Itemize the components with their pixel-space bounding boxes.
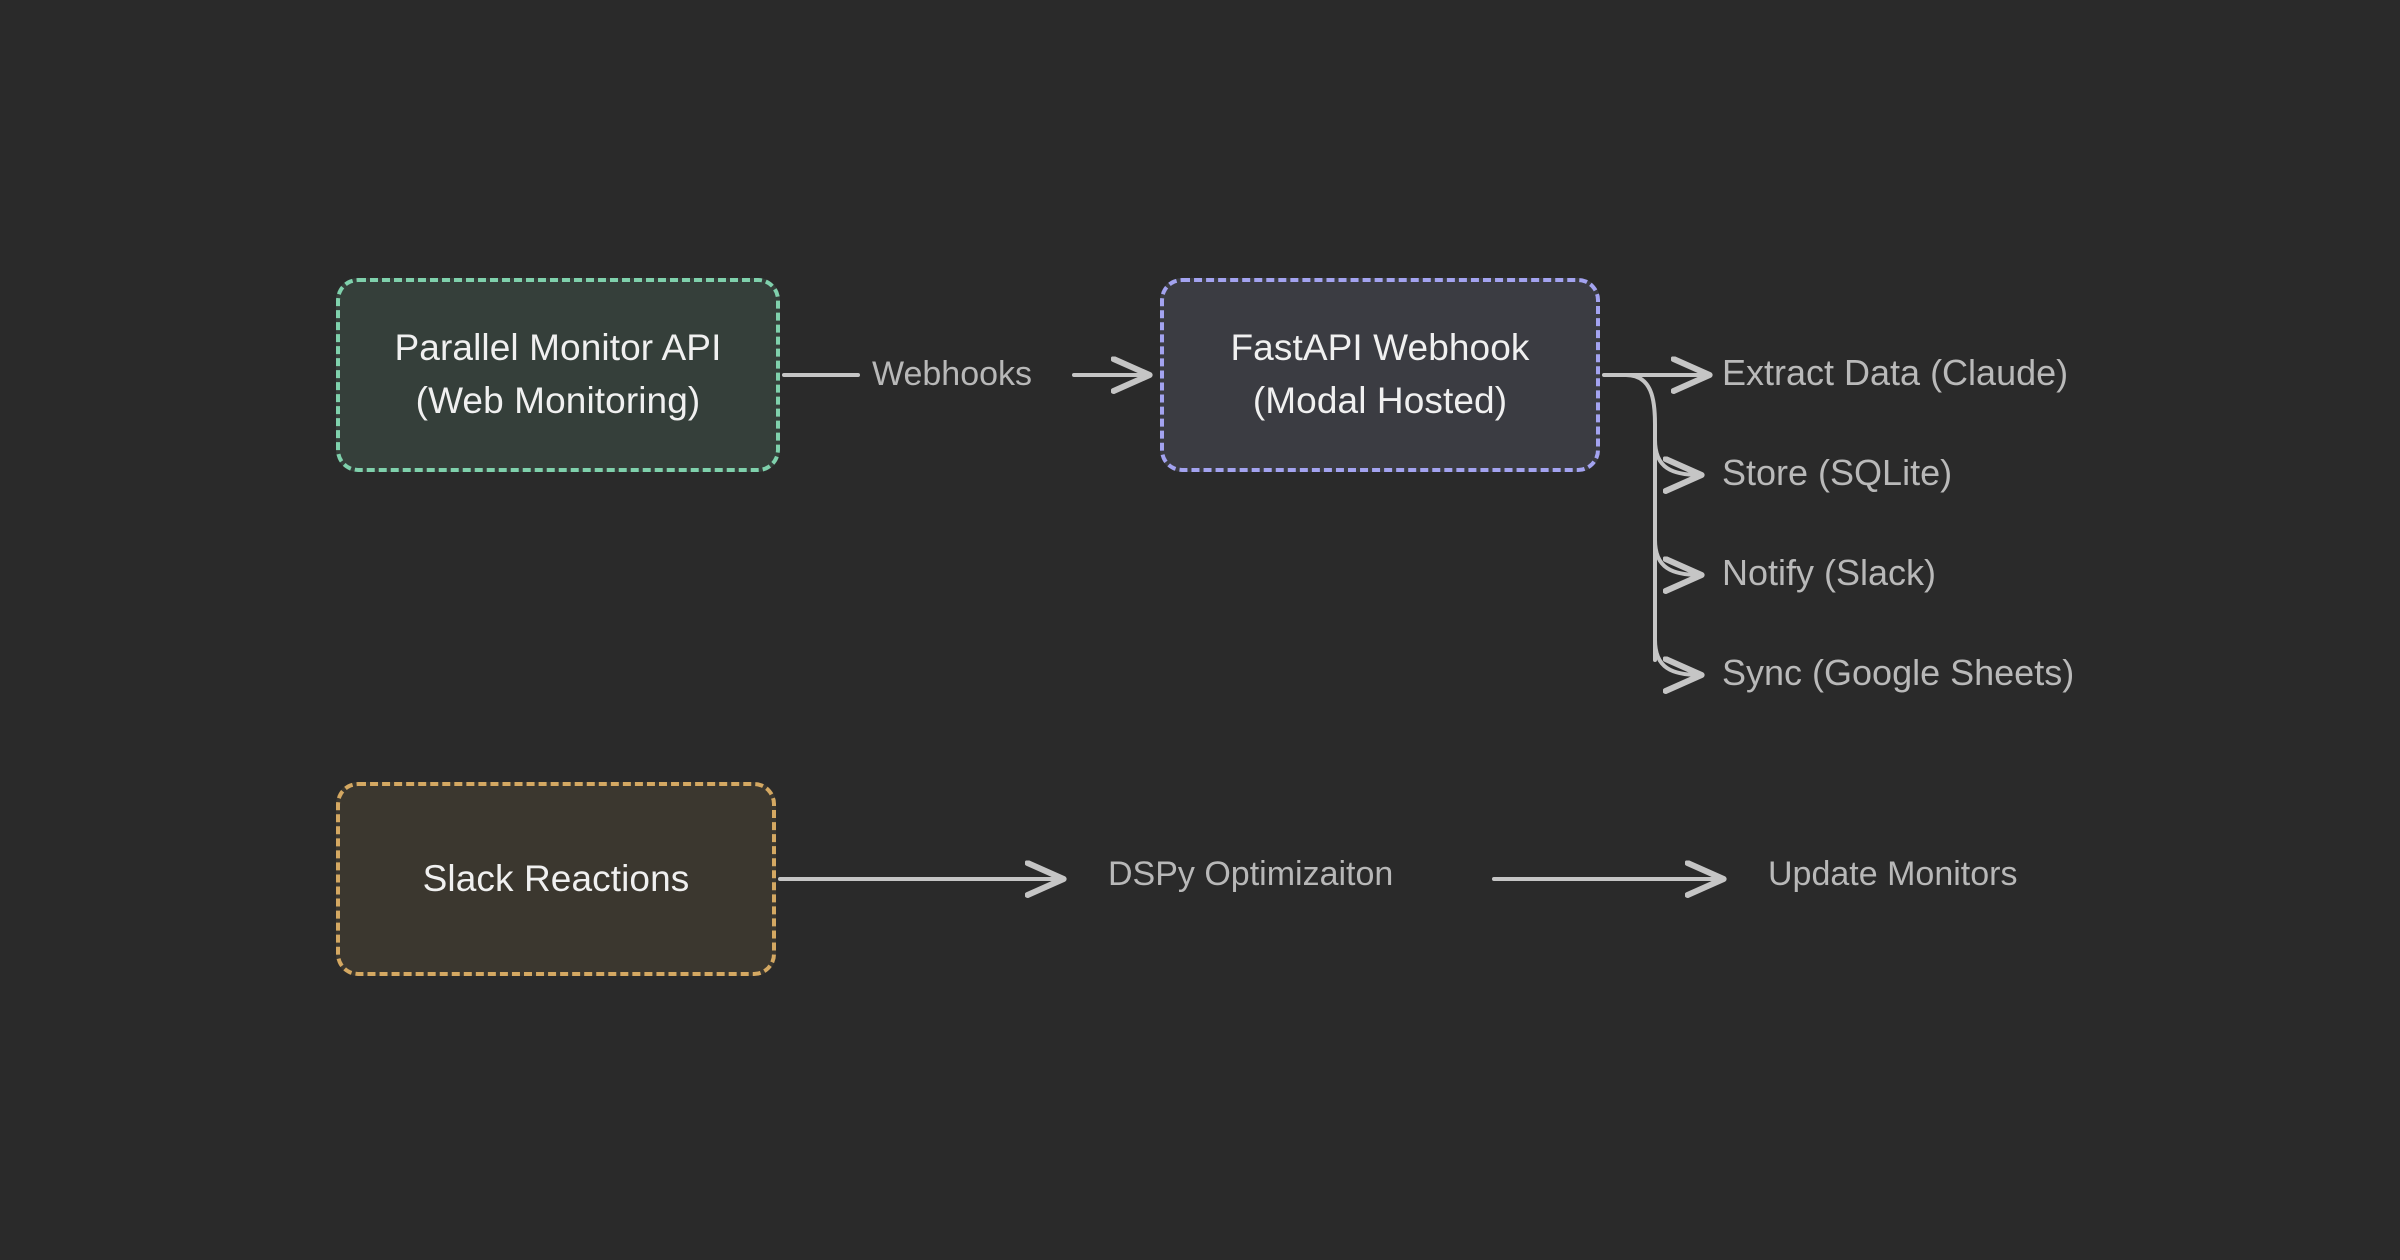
node-fastapi-webhook-line2: (Modal Hosted)	[1252, 380, 1508, 421]
branch-label-sync: Sync (Google Sheets)	[1722, 652, 2075, 693]
node-parallel-monitor-api[interactable]: Parallel Monitor API (Web Monitoring)	[336, 278, 780, 472]
edge-branch-store	[1653, 438, 1700, 475]
edge-label-update-monitors: Update Monitors	[1768, 855, 2018, 893]
edge-branch-notify	[1653, 538, 1700, 575]
edge-branch-trunk	[1624, 373, 1657, 662]
node-slack-reactions-line1: Slack Reactions	[422, 857, 690, 899]
node-fastapi-webhook-line1: FastAPI Webhook	[1230, 327, 1530, 369]
edge-label-webhooks: Webhooks	[872, 355, 1033, 393]
edge-branch-sync	[1653, 638, 1700, 675]
edge-label-dspy-optimization: DSPy Optimizaiton	[1108, 855, 1394, 893]
branch-label-store: Store (SQLite)	[1722, 452, 1953, 493]
node-slack-reactions[interactable]: Slack Reactions	[336, 782, 776, 976]
node-fastapi-webhook[interactable]: FastAPI Webhook (Modal Hosted)	[1160, 278, 1600, 472]
branch-label-extract-data: Extract Data (Claude)	[1722, 352, 2069, 393]
branch-label-notify: Notify (Slack)	[1722, 552, 1937, 593]
node-parallel-monitor-api-line1: Parallel Monitor API	[394, 327, 722, 369]
node-parallel-monitor-api-line2: (Web Monitoring)	[415, 380, 701, 421]
